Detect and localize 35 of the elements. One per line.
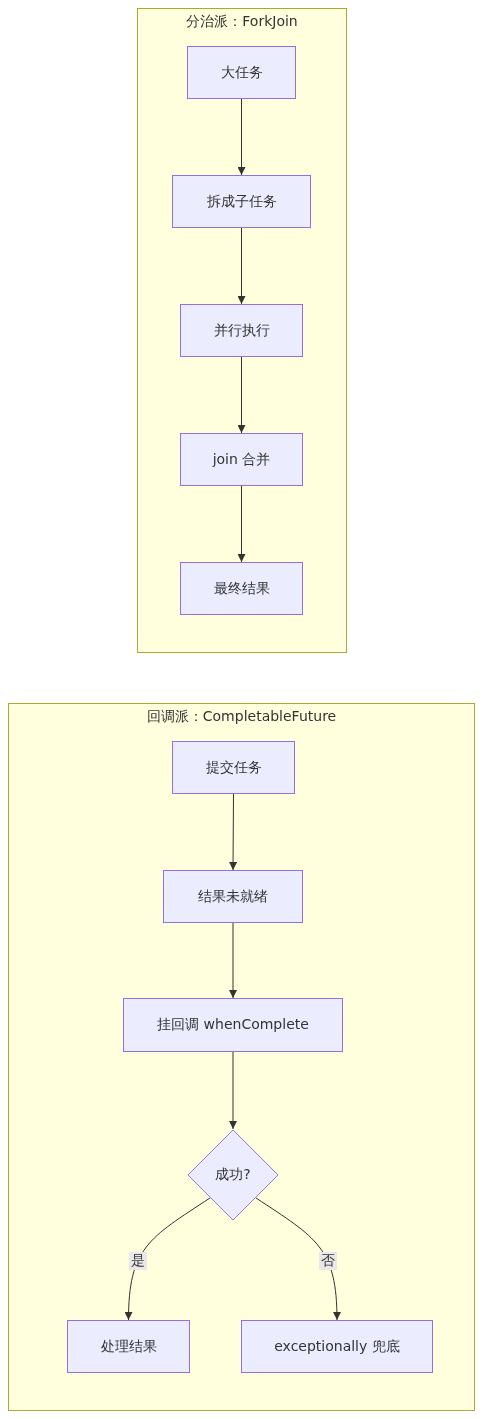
process-box xyxy=(180,562,303,615)
node-label: 最终结果 xyxy=(213,579,270,598)
node-label: 并行执行 xyxy=(213,321,270,340)
process-box xyxy=(67,1320,190,1373)
process-box xyxy=(180,433,303,486)
node-label: join 合并 xyxy=(212,450,271,469)
arrow xyxy=(255,1197,341,1321)
arrow xyxy=(229,1051,237,1130)
decision-diamond xyxy=(187,1129,279,1221)
process-box xyxy=(241,1320,433,1373)
arrow xyxy=(237,485,246,563)
group-title: 回调派：CompletableFuture xyxy=(145,708,338,726)
group-container xyxy=(137,8,347,653)
node-label: 挂回调 whenComplete xyxy=(157,1016,309,1034)
arrow xyxy=(229,922,237,999)
group-container xyxy=(8,703,475,1411)
node-label: 拆成子任务 xyxy=(206,192,277,211)
process-box xyxy=(123,998,343,1052)
node-label: exceptionally 兜底 xyxy=(274,1337,400,1356)
node-label: 成功? xyxy=(215,1166,251,1184)
process-box xyxy=(187,46,296,99)
node-label: 大任务 xyxy=(220,63,263,82)
arrow xyxy=(124,1197,211,1321)
process-box xyxy=(172,741,295,794)
group-title: 分治派：ForkJoin xyxy=(185,13,299,31)
node-label: 处理结果 xyxy=(100,1337,157,1356)
process-box xyxy=(163,870,303,923)
arrow xyxy=(237,356,246,434)
node-label: 提交任务 xyxy=(205,758,262,777)
process-box xyxy=(172,175,311,228)
process-box xyxy=(180,304,303,357)
arrow xyxy=(237,98,246,176)
arrow xyxy=(237,227,246,305)
node-label: 结果未就绪 xyxy=(198,887,268,906)
arrow xyxy=(229,793,238,871)
